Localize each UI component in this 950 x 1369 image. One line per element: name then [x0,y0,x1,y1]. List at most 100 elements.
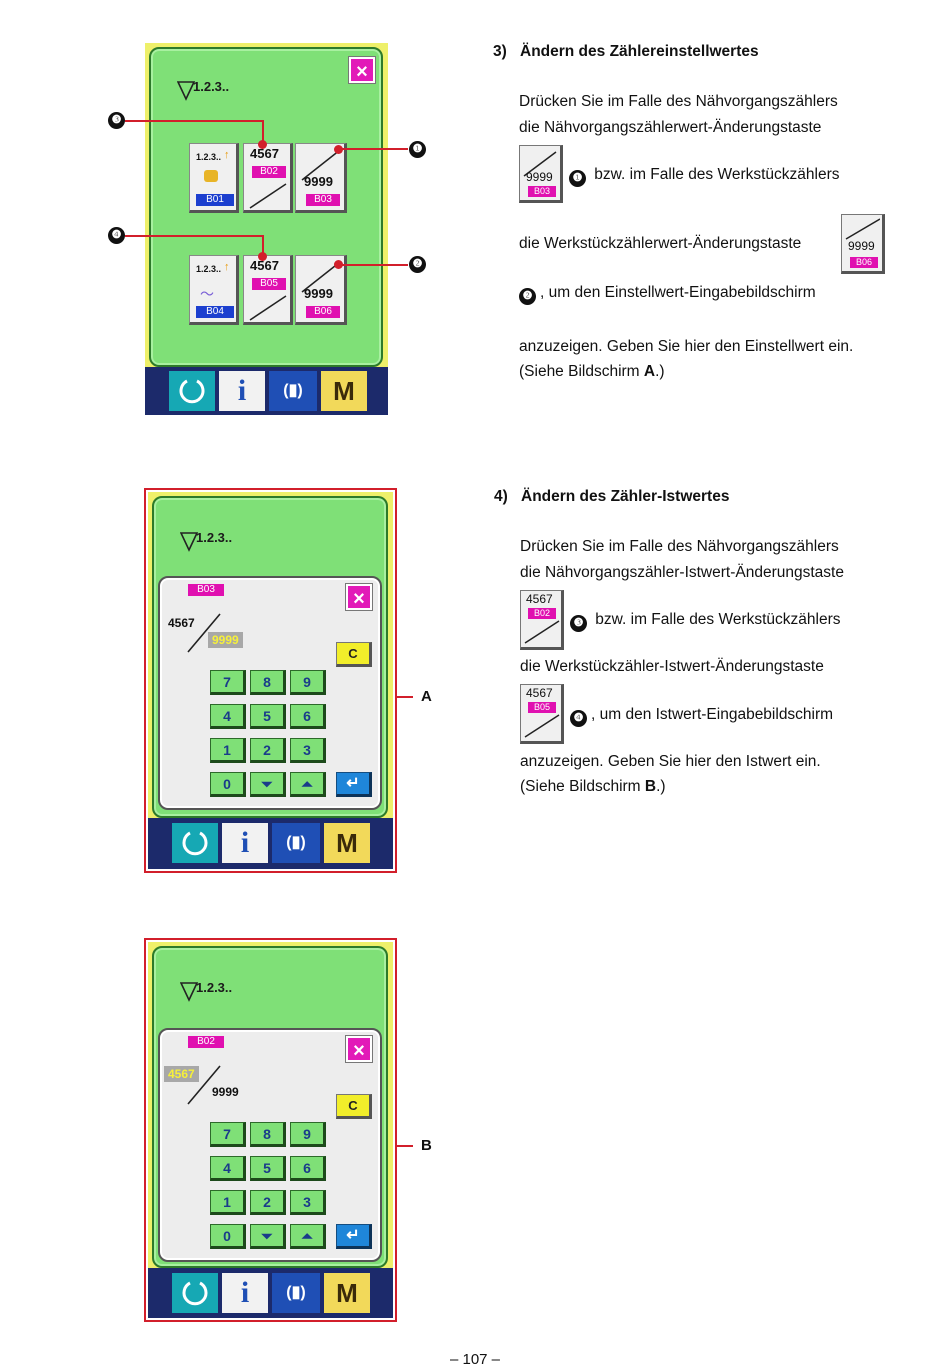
close-button[interactable]: × [345,1035,373,1063]
button-tag: B02 [252,166,286,178]
key-tag: B03 [528,186,556,197]
ready-key[interactable] [172,823,218,863]
communication-key[interactable]: (▮) [272,823,320,863]
sewing-counter-set-value-button-b03[interactable]: 9999 B03 [295,143,347,213]
numeric-key-6[interactable]: 6 [290,704,326,729]
information-key[interactable]: i [219,371,265,411]
numeric-key-1[interactable]: 1 [210,738,246,763]
numeric-key-8[interactable]: 8 [250,1122,286,1147]
section-3-line-3: ❶ bzw. im Falle des Werkstückzählers [569,162,840,188]
section-4-heading: 4)Ändern des Zähler-Istwertes [494,488,729,506]
communication-icon: (▮) [283,382,303,399]
input-dialog: B02 × 4567 9999 C 7 8 9 4 5 6 1 2 3 0 ⏷ … [158,1028,382,1262]
mode-key[interactable]: M [324,1273,370,1313]
minus-icon: ⏷ [261,1228,273,1244]
sewing-counter-mode-button-b01[interactable]: 1.2.3.. ↑ B01 [189,143,239,213]
input-dialog: B03 × 4567 9999 C 7 8 9 4 5 6 1 2 3 0 ⏷ … [158,576,382,810]
numeric-key-2[interactable]: 2 [250,738,286,763]
current-value-input-screen: 1.2.3.. B02 × 4567 9999 C 7 8 9 4 5 6 1 … [152,946,388,1268]
close-button[interactable]: × [348,56,376,84]
mode-icon: M [336,828,358,858]
set-value: 9999 [304,174,333,189]
clear-key[interactable]: C [336,1094,372,1119]
thread-bobbin-icon [204,170,218,182]
increment-key[interactable]: ⏶ [290,1224,326,1249]
set-value: 9999 [304,286,333,301]
numeric-key-1[interactable]: 1 [210,1190,246,1215]
numeric-key-4[interactable]: 4 [210,704,246,729]
decrement-key[interactable]: ⏷ [250,772,286,797]
close-button[interactable]: × [345,583,373,611]
section-4-line-4: die Werkstückzähler-Istwert-Änderungstas… [520,658,824,675]
clear-key[interactable]: C [336,642,372,667]
section-3-line-5: ❷, um den Einstellwert-Eingabebildschirm [519,280,816,306]
workpiece-wave-icon: 〜 [200,286,214,302]
numeric-key-0[interactable]: 0 [210,1224,246,1249]
numeric-key-6[interactable]: 6 [290,1156,326,1181]
numeric-key-9[interactable]: 9 [290,670,326,695]
info-icon: i [240,826,250,859]
information-key[interactable]: i [222,1273,268,1313]
workpiece-set-value-key-b06: 9999 B06 [841,214,885,274]
ready-key[interactable] [169,371,215,411]
section-4-line-3-text: bzw. im Falle des Werkstückzählers [591,611,841,628]
screen-a-label-line [397,696,413,698]
counter-mode-icon: 1.2.3.. [196,264,222,274]
counter-screen-panel: 1.2.3.. × 1.2.3.. ↑ B01 4567 B02 9999 B0… [145,43,388,415]
callout-1-dot [334,145,343,154]
enter-key[interactable]: ↵ [336,772,372,797]
workpiece-counter-set-value-button-b06[interactable]: 9999 B06 [295,255,347,325]
section-3-see-screen: (Siehe Bildschirm [519,363,644,380]
section-3-line-5-text: , um den Einstellwert-Eingabebildschirm [540,284,816,301]
section-3-line-6: anzuzeigen. Geben Sie hier den Einstellw… [519,338,854,355]
numeric-key-8[interactable]: 8 [250,670,286,695]
callout-1: ❶ [409,141,426,158]
enter-key[interactable]: ↵ [336,1224,372,1249]
communication-key[interactable]: (▮) [269,371,317,411]
screen-b-label-line [397,1145,413,1147]
numeric-key-7[interactable]: 7 [210,670,246,695]
key-tag: B06 [850,257,878,268]
key-value: 4567 [526,686,553,700]
numeric-key-9[interactable]: 9 [290,1122,326,1147]
dialog-tag: B02 [188,1036,224,1048]
numeric-key-3[interactable]: 3 [290,1190,326,1215]
increment-key[interactable]: ⏶ [290,772,326,797]
decrement-key[interactable]: ⏷ [250,1224,286,1249]
callout-3-line [262,120,264,144]
counter-icon-text: 1.2.3.. [196,980,233,995]
callout-4: ❹ [108,227,125,244]
section-4-line-5-text: , um den Istwert-Eingabebildschirm [591,706,834,723]
section-3-line-2: die Nähvorgangszählerwert-Änderungstaste [519,119,822,136]
counter-mode-icon: 1.2.3.. [196,152,222,162]
mode-key[interactable]: M [324,823,370,863]
numeric-key-3[interactable]: 3 [290,738,326,763]
numeric-key-5[interactable]: 5 [250,1156,286,1181]
callout-2-line [340,264,408,266]
numeric-key-0[interactable]: 0 [210,772,246,797]
numeric-key-5[interactable]: 5 [250,704,286,729]
screen-a-label: A [421,688,432,705]
section-3-title: Ändern des Zählereinstellwertes [520,43,759,60]
sewing-counter-current-value-button-b02[interactable]: 4567 B02 [243,143,293,213]
numeric-key-4[interactable]: 4 [210,1156,246,1181]
mode-key[interactable]: M [321,371,367,411]
numeric-key-7[interactable]: 7 [210,1122,246,1147]
communication-key[interactable]: (▮) [272,1273,320,1313]
callout-marker-3: ❸ [570,615,587,632]
section-4-line-5: ❹, um den Istwert-Eingabebildschirm [570,702,833,728]
callout-marker-1: ❶ [569,170,586,187]
numeric-key-2[interactable]: 2 [250,1190,286,1215]
callout-1-line [340,148,408,150]
info-icon: i [240,1276,250,1309]
section-3-heading: 3)Ändern des Zählereinstellwertes [493,43,759,61]
callout-2: ❷ [409,256,426,273]
section-3-close-paren: .) [655,363,665,380]
callout-marker-4: ❹ [570,710,587,727]
workpiece-counter-current-value-button-b05[interactable]: 4567 B05 [243,255,293,325]
ready-key[interactable] [172,1273,218,1313]
information-key[interactable]: i [222,823,268,863]
callout-4-line [125,235,263,237]
workpiece-counter-mode-button-b04[interactable]: 1.2.3.. ↑ 〜 B04 [189,255,239,325]
counter-current-value-key-b02: 4567 B02 [520,590,564,650]
